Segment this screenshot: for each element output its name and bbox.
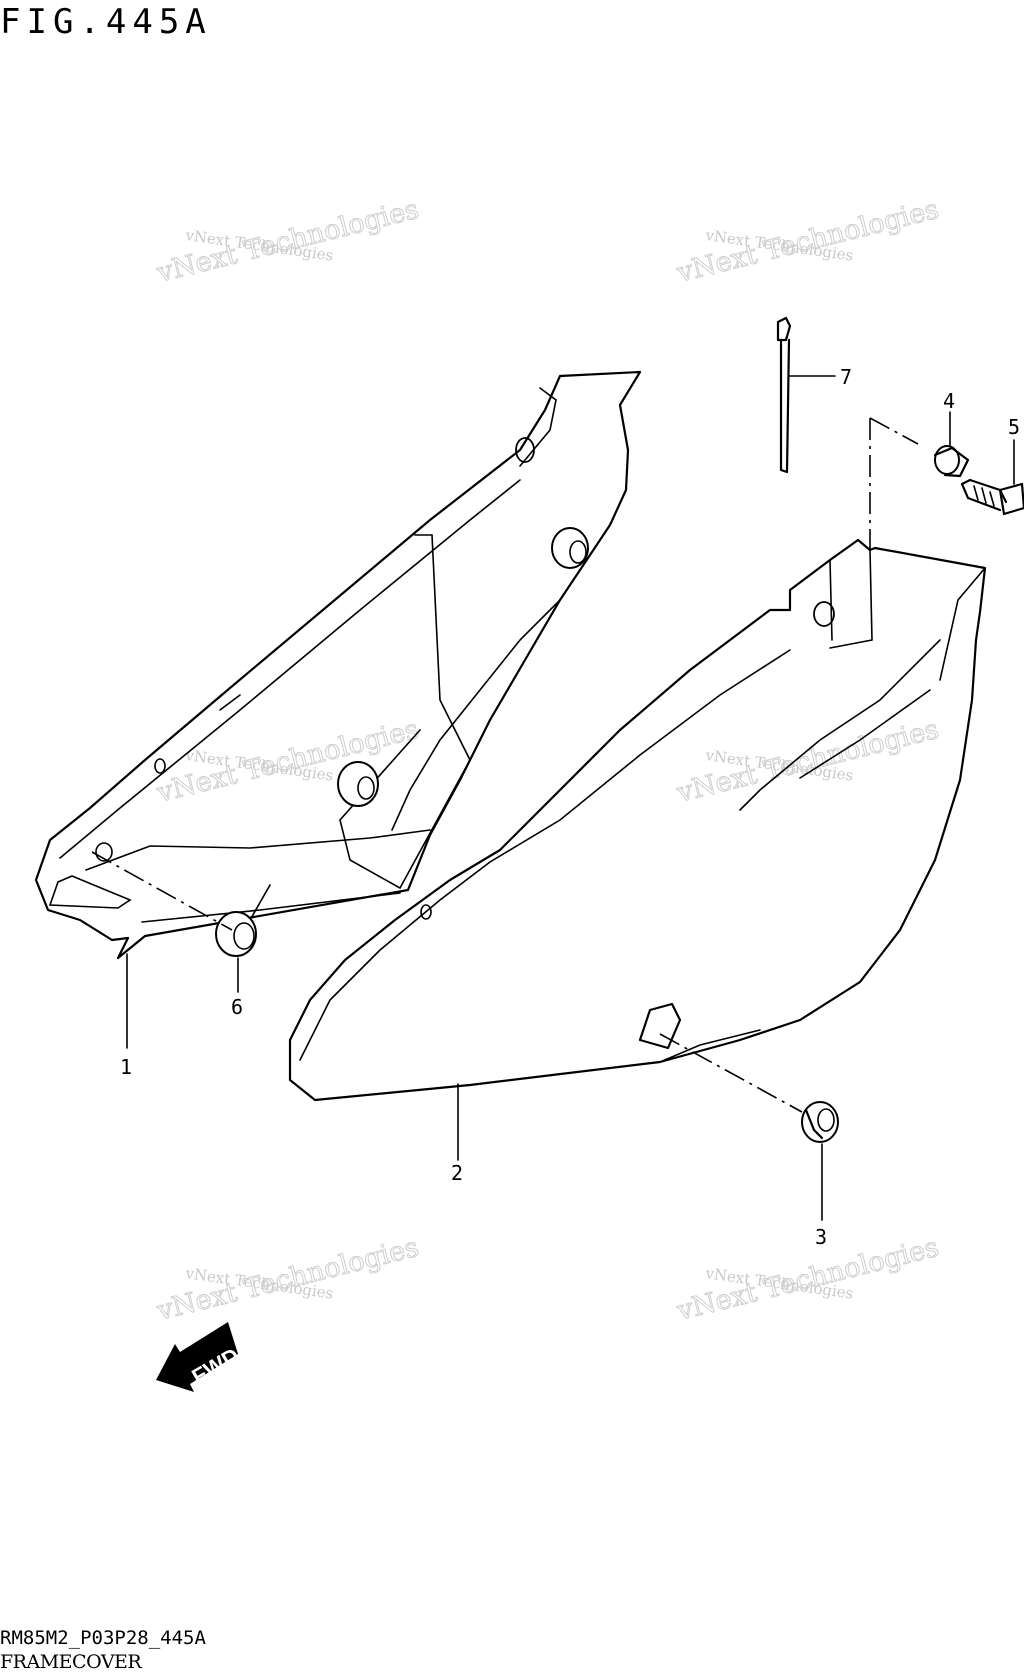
callout-5: 5 xyxy=(1008,415,1020,439)
callout-4: 4 xyxy=(943,389,955,413)
bolt-5 xyxy=(960,478,1024,516)
watermark-mid-left: vNext Technologies vNext Technologies xyxy=(153,713,423,809)
clip-3 xyxy=(801,1101,839,1143)
diagram-code: RM85M2_P03P28_445A xyxy=(0,1627,206,1649)
fwd-arrow-icon: FWD xyxy=(156,1322,243,1392)
grommet-6 xyxy=(215,911,257,957)
watermark-bottom-right: vNext Technologies vNext Technologies xyxy=(673,1231,943,1327)
grommet-4 xyxy=(933,445,970,478)
watermark-top-left: vNext Technologies vNext Technologies xyxy=(153,193,423,289)
callout-7: 7 xyxy=(840,365,852,389)
watermark-mid-right: vNext Technologies vNext Technologies xyxy=(673,713,943,809)
callout-1: 1 xyxy=(120,1055,132,1079)
callout-3: 3 xyxy=(815,1225,827,1249)
figure-title: FIG.445A xyxy=(0,2,212,42)
callout-2: 2 xyxy=(451,1161,463,1185)
assembly-lines xyxy=(91,417,919,1113)
watermark-top-right: vNext Technologies vNext Technologies xyxy=(673,193,943,289)
cable-tie xyxy=(776,316,792,474)
leader-lines xyxy=(126,375,1015,1221)
frame-cover-right xyxy=(288,538,987,1102)
callout-6: 6 xyxy=(231,995,243,1019)
watermark-bottom-left: vNext Technologies vNext Technologies xyxy=(153,1231,423,1327)
diagram-name: FRAMECOVER xyxy=(0,1651,142,1673)
frame-cover-left xyxy=(34,370,642,960)
